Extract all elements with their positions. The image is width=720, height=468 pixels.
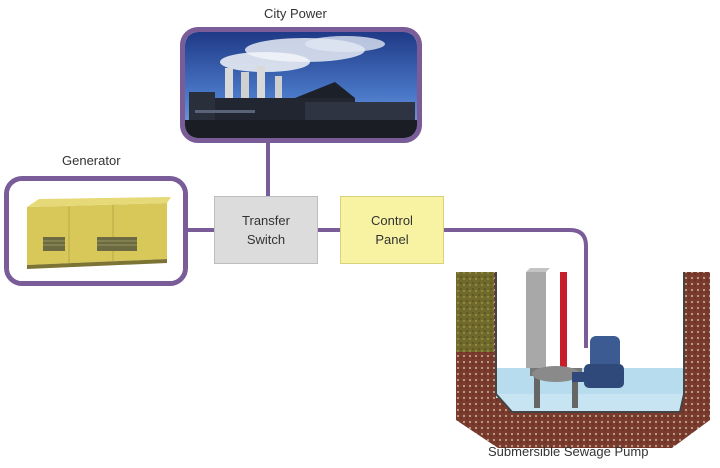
control-panel-label-line1: Control [371,213,413,228]
city-power-label: City Power [264,6,327,21]
power-plant-icon [185,32,417,138]
transfer-switch-label-line1: Transfer [242,213,290,228]
transfer-switch-label-line2: Switch [246,232,286,247]
generator-label: Generator [62,153,121,168]
transfer-switch-box: Transfer Switch [214,196,318,264]
generator-photo [4,176,188,286]
control-panel-box: Control Panel [340,196,444,264]
pump-label: Submersible Sewage Pump [488,444,649,459]
generator-icon [9,181,183,281]
city-power-photo [180,27,422,143]
control-panel-label-line2: Panel [375,232,409,247]
wire-panel-to-pump [444,228,588,348]
